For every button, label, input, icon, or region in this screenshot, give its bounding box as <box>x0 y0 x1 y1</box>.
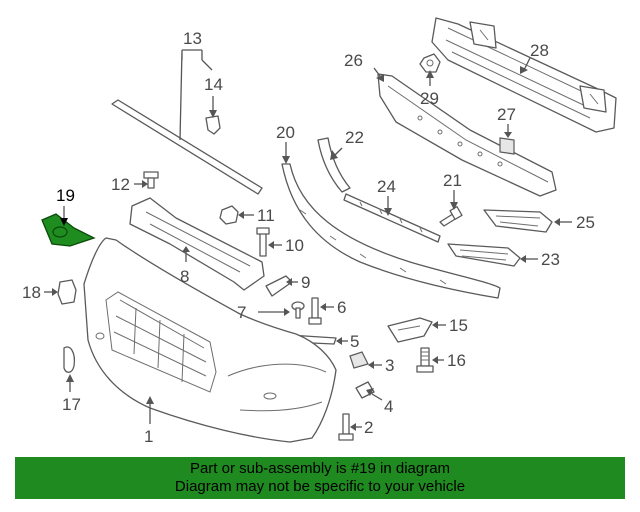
banner-line-2: Diagram may not be specific to your vehi… <box>174 478 466 495</box>
callout-7: 7 <box>237 303 246 322</box>
part-9-bracket <box>265 275 293 297</box>
part-12-bolt <box>143 171 159 189</box>
part-10-bolt <box>256 227 270 257</box>
callout-12: 12 <box>111 175 130 194</box>
callout-22: 22 <box>345 128 364 147</box>
callout-6: 6 <box>337 298 346 317</box>
callout-1: 1 <box>144 427 153 446</box>
callout-16: 16 <box>447 351 466 370</box>
parts-diagram: 1 2 3 4 5 6 7 8 9 10 11 12 13 14 15 16 1… <box>22 17 617 446</box>
part-8-bumper-bracket <box>129 197 265 291</box>
callout-8: 8 <box>180 267 189 286</box>
callout-20: 20 <box>276 123 295 142</box>
callout-2: 2 <box>364 418 373 437</box>
part-23-lower-grille <box>447 243 521 267</box>
banner-line-1: Part or sub-assembly is #19 in diagram <box>189 460 451 477</box>
part-18-bracket <box>57 279 77 305</box>
part-6-bolt <box>308 297 322 325</box>
part-3-cap <box>349 351 369 369</box>
callout-26: 26 <box>344 51 363 70</box>
callout-3: 3 <box>385 356 394 375</box>
callout-18: 18 <box>22 283 41 302</box>
part-7-clip <box>291 301 305 319</box>
part-28-reinforcement-beam <box>431 17 617 133</box>
part-14-clip <box>205 115 221 135</box>
callout-19: 19 <box>56 186 75 205</box>
part-26-bumper-absorber <box>377 73 557 197</box>
callout-9: 9 <box>301 273 310 292</box>
callout-17: 17 <box>62 395 81 414</box>
callout-21: 21 <box>443 171 462 190</box>
callout-4: 4 <box>384 397 393 416</box>
callout-25: 25 <box>576 213 595 232</box>
callout-5: 5 <box>350 332 359 351</box>
callout-10: 10 <box>285 236 304 255</box>
part-17-tow-cap <box>63 346 76 373</box>
part-2-bolt <box>338 413 354 441</box>
callout-11: 11 <box>257 206 275 225</box>
callout-13: 13 <box>183 29 202 48</box>
part-11-nut <box>219 205 239 225</box>
part-21-bolt <box>439 206 463 227</box>
part-1-bumper-cover <box>83 237 337 443</box>
callout-28: 28 <box>530 41 549 60</box>
callout-29: 29 <box>420 89 439 108</box>
callout-14: 14 <box>204 75 223 94</box>
part-27-clip <box>499 137 515 155</box>
part-16-bolt <box>416 347 434 373</box>
callout-labels: 1 2 3 4 5 6 7 8 9 10 11 12 13 14 15 16 1… <box>22 29 595 446</box>
part-15-bracket <box>387 317 433 343</box>
info-banner: Part or sub-assembly is #19 in diagram D… <box>15 457 625 499</box>
part-13-strip <box>111 99 263 195</box>
part-24-grille-molding <box>343 193 441 243</box>
part-25-lamp-cover <box>483 209 553 233</box>
part-22-grille-trim <box>317 137 351 193</box>
callout-24: 24 <box>377 177 396 196</box>
leader-lines <box>44 49 572 431</box>
part-20-lower-strip <box>281 163 501 299</box>
callout-23: 23 <box>541 250 560 269</box>
callout-27: 27 <box>497 105 516 124</box>
part-29-nut <box>419 53 441 73</box>
part-19-highlighted <box>41 213 96 247</box>
callout-15: 15 <box>449 316 468 335</box>
